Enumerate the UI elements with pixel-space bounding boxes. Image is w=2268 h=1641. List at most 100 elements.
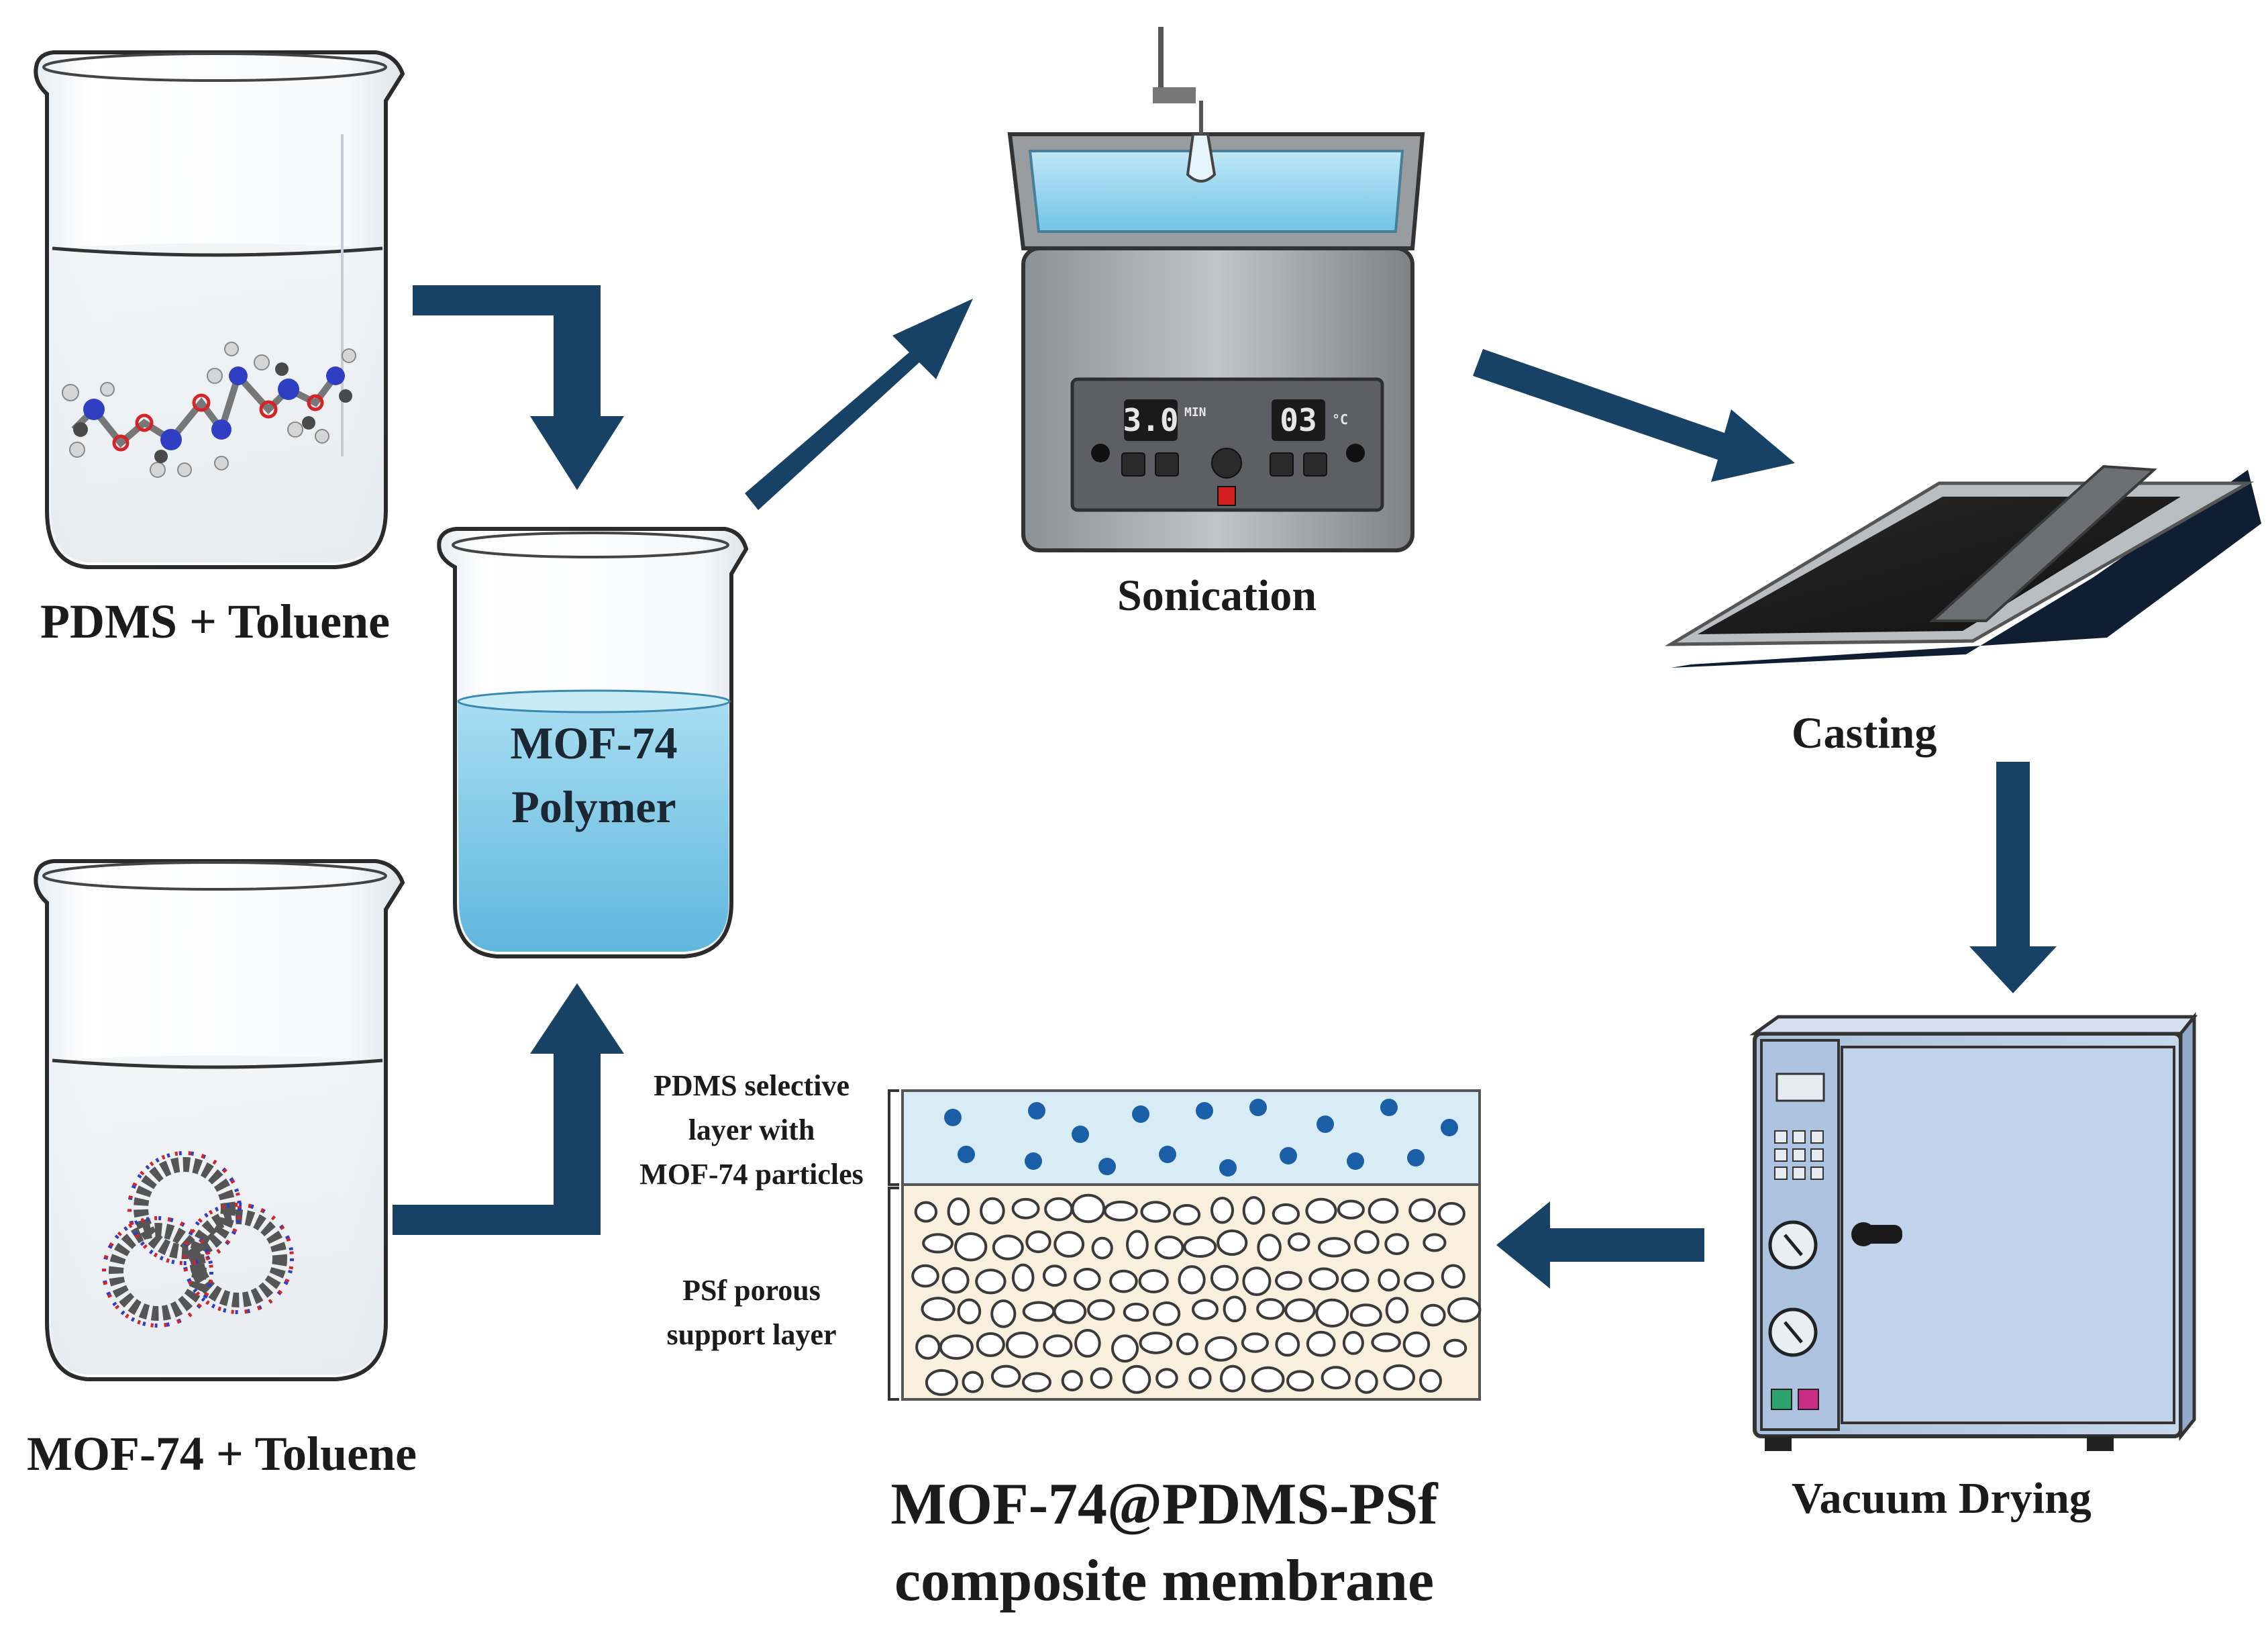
pore (1087, 1299, 1115, 1321)
pore (980, 1197, 1005, 1225)
selective-layer-line3: MOF-74 particles (639, 1158, 864, 1191)
pore (941, 1266, 970, 1294)
selective-layer-line2: layer with (688, 1113, 815, 1146)
membrane-title: MOF-74@PDMS-PSf composite membrane (829, 1466, 1500, 1620)
pore (1053, 1299, 1087, 1324)
temp-unit: °C (1332, 411, 1348, 428)
pore (1139, 1332, 1173, 1354)
pore (1257, 1234, 1282, 1262)
arrow-icon (1969, 762, 2057, 993)
pore (1074, 1329, 1101, 1358)
mof-toluene-label: MOF-74 + Toluene (27, 1427, 417, 1481)
time-unit: MIN (1184, 405, 1206, 419)
pore (976, 1332, 1005, 1357)
support-layer-label: PSf porous support layer (644, 1269, 859, 1357)
pore (1217, 1229, 1248, 1256)
pore (1073, 1268, 1101, 1291)
pore (1383, 1364, 1415, 1391)
pore (1306, 1330, 1336, 1357)
mof-particle (1028, 1102, 1045, 1120)
pore (992, 1234, 1024, 1260)
mof-particle (1132, 1105, 1149, 1123)
pore (1111, 1334, 1139, 1363)
pore (1423, 1233, 1447, 1252)
pore (962, 1371, 984, 1393)
sonicator-icon: 3.0 MIN 03 °C (1007, 27, 1425, 552)
pore (954, 1232, 988, 1262)
pore (1176, 1332, 1198, 1356)
pore (914, 1201, 938, 1223)
pore (1272, 1203, 1300, 1225)
pore (957, 1298, 982, 1325)
pore (1173, 1204, 1201, 1226)
pore (1284, 1298, 1316, 1323)
pore (1025, 1230, 1051, 1254)
pore (1123, 1302, 1149, 1322)
membrane-cross-section-icon (888, 1089, 1482, 1401)
mof-particle (1441, 1119, 1458, 1136)
pore (1443, 1338, 1467, 1358)
pore (1103, 1200, 1138, 1222)
pore (1005, 1332, 1039, 1358)
pore (1275, 1271, 1302, 1291)
pore (1242, 1266, 1272, 1296)
beaker-mixture-icon (437, 527, 749, 958)
pore (1090, 1367, 1113, 1389)
beaker-mof-icon (34, 859, 405, 1381)
pore (1408, 1198, 1437, 1223)
pore (1154, 1235, 1184, 1260)
casting-plate-icon (1664, 464, 2261, 668)
pore (1371, 1332, 1401, 1352)
pore (1354, 1230, 1380, 1254)
mof-particle (944, 1109, 962, 1126)
pore (915, 1334, 941, 1360)
selective-layer-label: PDMS selective layer with MOF-74 particl… (624, 1064, 879, 1197)
pore (1402, 1331, 1431, 1358)
pore (1091, 1236, 1113, 1260)
pore (1341, 1269, 1370, 1293)
support-layer-line1: PSf porous (682, 1274, 821, 1307)
pore (1242, 1196, 1266, 1225)
pore (1178, 1265, 1206, 1295)
pore (1421, 1303, 1446, 1327)
pore (1287, 1232, 1310, 1252)
pore (1437, 1201, 1465, 1226)
mixture-label-line2: Polymer (511, 781, 676, 833)
vacuum-oven-icon (1749, 1011, 2198, 1451)
pore (1404, 1271, 1435, 1293)
pore (1251, 1366, 1285, 1393)
pore (1022, 1372, 1051, 1393)
pore (990, 1299, 1017, 1328)
pore (1355, 1369, 1378, 1394)
pore (1342, 1331, 1364, 1355)
pore (1337, 1199, 1365, 1220)
pore (1447, 1297, 1482, 1323)
molecule-icon (62, 342, 356, 478)
pore (1419, 1369, 1442, 1393)
mof-particle (1249, 1099, 1267, 1116)
pore (1441, 1264, 1465, 1289)
pore (990, 1364, 1021, 1388)
mof-particle (1317, 1115, 1334, 1133)
arrows (393, 285, 2057, 1289)
mof-particle (1025, 1152, 1042, 1170)
pore (1210, 1264, 1239, 1291)
arrow-icon (1496, 1201, 1704, 1289)
arrow-icon (1473, 349, 1795, 482)
pore (1318, 1237, 1351, 1258)
pore (1011, 1263, 1035, 1292)
mof-particle (958, 1146, 975, 1163)
pore (1241, 1332, 1270, 1353)
pore (1043, 1334, 1073, 1358)
pore (1378, 1269, 1400, 1292)
pore (1138, 1269, 1169, 1293)
pore (1192, 1299, 1219, 1320)
pore (1286, 1370, 1315, 1392)
pore (1153, 1301, 1181, 1326)
mof-particle (1098, 1158, 1116, 1175)
mof-particle (1072, 1126, 1089, 1143)
pore (921, 1297, 956, 1322)
mof-particle (1280, 1147, 1297, 1164)
pore (1219, 1364, 1246, 1393)
